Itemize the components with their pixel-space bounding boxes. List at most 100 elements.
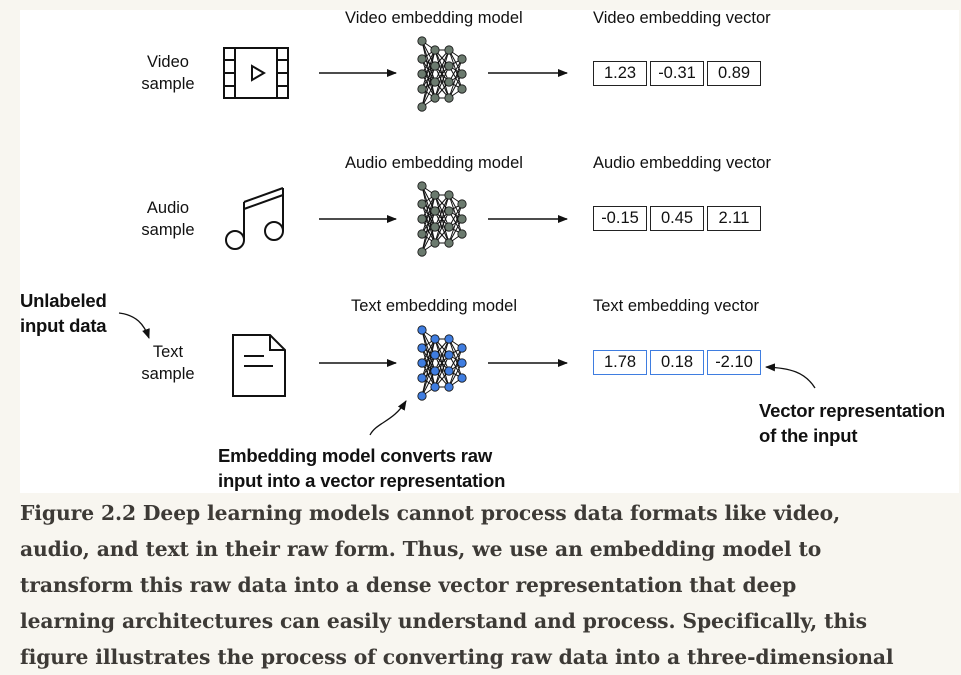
- net-node: [430, 366, 440, 376]
- net-node: [444, 334, 454, 344]
- audio-sample-label: Audio sample: [123, 197, 213, 241]
- annotation-arrows: [118, 312, 816, 436]
- video-vector-label: Video embedding vector: [593, 9, 771, 27]
- net-edge: [421, 329, 436, 356]
- vector-cell: 1.23: [593, 61, 647, 86]
- net-node: [417, 102, 427, 112]
- net-node: [417, 199, 427, 209]
- diagram-graphics: [118, 36, 816, 436]
- net-edge: [421, 185, 436, 212]
- net-node: [417, 69, 427, 79]
- net-edge: [421, 210, 436, 253]
- net-node: [444, 77, 454, 87]
- net-edge: [421, 338, 436, 379]
- net-node: [444, 206, 454, 216]
- caption-line: Figure 2.2 Deep learning models cannot p…: [20, 501, 841, 525]
- net-node: [430, 238, 440, 248]
- net-node: [430, 222, 440, 232]
- net-edge: [421, 354, 436, 397]
- net-node: [417, 343, 427, 353]
- net-node: [430, 93, 440, 103]
- audio-embedding-model-icon: [417, 181, 467, 257]
- vector-cell: 0.89: [707, 61, 761, 86]
- video-embedding-model-icon: [417, 36, 467, 112]
- net-edge: [421, 338, 436, 397]
- net-node: [417, 36, 427, 46]
- net-node: [444, 350, 454, 360]
- net-node: [457, 69, 467, 79]
- caption-line: learning architectures can easily unders…: [20, 609, 867, 633]
- caption-line: figure illustrates the process of conver…: [20, 645, 894, 669]
- audio-embedding-vector: -0.15 0.45 2.11: [593, 206, 761, 231]
- net-node: [430, 350, 440, 360]
- vector-representation-annotation: Vector representation of the input: [759, 398, 945, 448]
- net-node: [444, 61, 454, 71]
- video-embedding-vector: 1.23 -0.31 0.89: [593, 61, 761, 86]
- net-edge: [421, 40, 436, 67]
- net-edge: [421, 81, 436, 108]
- net-edge: [434, 49, 450, 83]
- vector-cell: 0.18: [650, 350, 704, 375]
- net-node: [430, 334, 440, 344]
- audio-model-label: Audio embedding model: [345, 154, 523, 172]
- net-node: [430, 77, 440, 87]
- net-node: [417, 358, 427, 368]
- net-node: [457, 373, 467, 383]
- net-node: [430, 61, 440, 71]
- net-node: [417, 373, 427, 383]
- caption-line: audio, and text in their raw form. Thus,…: [20, 537, 822, 561]
- unlabeled-input-annotation: Unlabeled input data: [20, 288, 107, 338]
- music-note-icon: [225, 187, 284, 250]
- text-embedding-vector: 1.78 0.18 -2.10: [593, 350, 761, 375]
- net-node: [444, 238, 454, 248]
- flow-arrows: [319, 69, 568, 367]
- net-edge: [421, 226, 436, 253]
- net-node: [444, 222, 454, 232]
- net-node: [417, 247, 427, 257]
- net-node: [444, 190, 454, 200]
- net-node: [417, 84, 427, 94]
- net-node: [457, 343, 467, 353]
- net-node: [457, 229, 467, 239]
- net-node: [417, 325, 427, 335]
- net-node: [430, 382, 440, 392]
- net-edge: [448, 58, 463, 99]
- text-sample-label: Text sample: [123, 341, 213, 385]
- model-converts-annotation: Embedding model converts raw input into …: [218, 443, 505, 493]
- vector-cell: -2.10: [707, 350, 761, 375]
- net-edge: [448, 347, 463, 388]
- text-embedding-model-icon: [417, 325, 467, 401]
- unlabeled-line2: input data: [20, 315, 107, 336]
- text-model-label: Text embedding model: [351, 297, 518, 315]
- text-sample-line1: Text: [152, 343, 184, 361]
- vector-rep-line1: Vector representation: [759, 400, 946, 421]
- audio-sample-line2: sample: [141, 221, 195, 239]
- unlabeled-line1: Unlabeled: [20, 290, 107, 311]
- net-edge: [434, 338, 450, 372]
- net-edge: [434, 65, 450, 99]
- net-edge: [448, 203, 463, 244]
- net-edge: [434, 210, 450, 244]
- net-node: [457, 84, 467, 94]
- figure-caption: Figure 2.2 Deep learning models cannot p…: [20, 495, 960, 675]
- audio-sample-line1: Audio: [146, 199, 190, 217]
- net-edge: [421, 194, 436, 235]
- document-icon: [232, 334, 286, 397]
- net-edge: [421, 49, 436, 90]
- caption-line: transform this raw data into a dense vec…: [20, 573, 797, 597]
- audio-vector-label: Audio embedding vector: [593, 154, 771, 172]
- net-edge: [434, 194, 450, 244]
- vector-cell: -0.31: [650, 61, 704, 86]
- model-converts-line2: input into a vector representation: [218, 470, 506, 491]
- net-node: [444, 382, 454, 392]
- net-edge: [434, 354, 450, 388]
- video-sample-line1: Video: [147, 53, 189, 71]
- video-model-label: Video embedding model: [345, 9, 523, 27]
- net-edge: [434, 338, 450, 388]
- net-edge: [421, 370, 436, 397]
- text-vector-label: Text embedding vector: [593, 297, 760, 315]
- net-node: [457, 199, 467, 209]
- net-node: [430, 190, 440, 200]
- embedding-diagram: Video sample Audio sample Text sample Vi…: [20, 9, 959, 493]
- net-edge: [421, 194, 436, 253]
